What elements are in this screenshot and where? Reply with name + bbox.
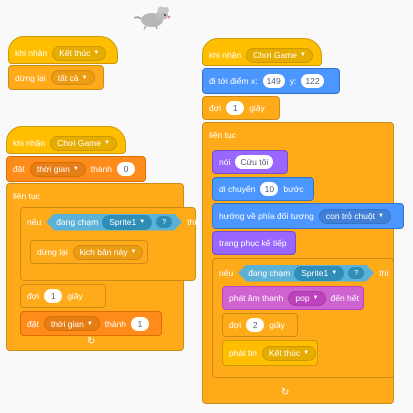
- wait-label: đợi: [27, 291, 40, 301]
- broadcast-block[interactable]: phát tin Kết thúc▼: [222, 340, 318, 366]
- wait-block[interactable]: đợi 1 giây: [20, 284, 106, 308]
- hat-label: khi nhận: [15, 48, 48, 58]
- wait-unit: giây: [67, 291, 83, 301]
- touching-target-dropdown[interactable]: Sprite1▼: [102, 215, 152, 230]
- set-label: đặt: [27, 318, 39, 329]
- stop-label: dừng lại: [15, 72, 46, 83]
- play-sound-until-done-block[interactable]: phát âm thanh pop▼ đến hết: [222, 286, 364, 310]
- message-dropdown[interactable]: Chơi Game▼: [50, 135, 117, 151]
- wait-block-2[interactable]: đợi 2 giây: [222, 313, 298, 337]
- then-label: thì: [187, 217, 197, 227]
- set-value-input[interactable]: 0: [117, 162, 136, 176]
- set-to-label: thành: [90, 164, 113, 174]
- chevron-down-icon: ▼: [93, 50, 100, 56]
- touching-condition[interactable]: đang chạm Sprite1▼ ?: [46, 214, 182, 231]
- when-receive-game-hat-2[interactable]: khi nhận Chơi Game▼: [202, 38, 322, 66]
- broadcast-label: phát tin: [229, 348, 257, 358]
- chevron-down-icon: ▼: [81, 74, 88, 81]
- wait-seconds-input[interactable]: 1: [44, 289, 63, 303]
- set-value-input[interactable]: 1: [131, 316, 150, 331]
- wait-label: đợi: [209, 103, 222, 113]
- when-receive-game-hat[interactable]: khi nhận Chơi Game▼: [6, 126, 126, 154]
- chevron-down-icon: ▼: [312, 295, 319, 301]
- wait-unit: giây: [269, 320, 285, 330]
- set-variable-block-2[interactable]: đặt thời gian▼ thành 1: [20, 311, 162, 336]
- stop-option-dropdown[interactable]: tất cả▼: [50, 70, 95, 85]
- hat-label: khi nhận: [209, 50, 242, 60]
- message-dropdown[interactable]: Chơi Game▼: [246, 47, 313, 63]
- stop-option-dropdown[interactable]: kịch bản này▼: [72, 244, 144, 260]
- stop-label: dừng lại: [37, 247, 68, 257]
- wait-block[interactable]: đợi 1 giây: [202, 96, 280, 120]
- if-block[interactable]: nếu đang chạm Sprite1▼ ? thì: [20, 207, 197, 281]
- sound-label: phát âm thanh: [229, 293, 284, 303]
- chevron-down-icon: ▼: [72, 166, 79, 172]
- message-dropdown[interactable]: Kết thúc▼: [52, 45, 107, 61]
- loop-arrow-icon: ↻: [281, 387, 290, 398]
- steps-input[interactable]: 10: [260, 182, 279, 196]
- set-to-label: thành: [104, 318, 127, 329]
- sound-until-label: đến hết: [330, 293, 359, 303]
- goto-label: đi tới điểm x:: [209, 76, 258, 86]
- when-receive-end-hat[interactable]: khi nhận Kết thúc▼: [8, 36, 118, 64]
- touching-target-dropdown[interactable]: Sprite1▼: [294, 266, 344, 281]
- if-label: nếu: [219, 268, 234, 278]
- say-text-input[interactable]: Cứu tôi: [235, 155, 274, 169]
- y-input[interactable]: 122: [301, 74, 324, 88]
- point-label: hướng về phía đối tượng: [219, 211, 314, 221]
- point-target-dropdown[interactable]: con trỏ chuột▼: [318, 208, 391, 224]
- set-variable-block[interactable]: đặt thời gian▼ thành 0: [6, 156, 146, 182]
- broadcast-message-dropdown[interactable]: Kết thúc▼: [261, 345, 317, 361]
- wait-unit: giây: [249, 103, 265, 113]
- chevron-down-icon: ▼: [377, 213, 384, 219]
- chevron-down-icon: ▼: [139, 219, 146, 225]
- wait-label: đợi: [229, 320, 242, 330]
- move-unit: bước: [283, 184, 304, 194]
- variable-dropdown[interactable]: thời gian▼: [29, 161, 86, 177]
- wait-seconds-input[interactable]: 1: [226, 101, 245, 115]
- wait-seconds-input[interactable]: 2: [246, 318, 265, 332]
- chevron-down-icon: ▼: [303, 350, 310, 356]
- mouse-sprite-icon[interactable]: [132, 6, 172, 32]
- stop-all-block[interactable]: dừng lại tất cả▼: [8, 65, 104, 90]
- loop-arrow-icon: ↻: [87, 336, 96, 347]
- point-towards-block[interactable]: hướng về phía đối tượng con trỏ chuột▼: [212, 203, 404, 229]
- chevron-down-icon: ▼: [331, 270, 338, 276]
- move-label: di chuyển: [219, 184, 256, 194]
- variable-dropdown[interactable]: thời gian▼: [43, 316, 100, 331]
- go-to-xy-block[interactable]: đi tới điểm x: 149 y: 122: [202, 68, 340, 94]
- x-input[interactable]: 149: [262, 74, 285, 88]
- sound-dropdown[interactable]: pop▼: [288, 290, 326, 306]
- then-label: thì: [379, 268, 389, 278]
- y-label: y:: [289, 76, 297, 86]
- chevron-down-icon: ▼: [130, 249, 137, 255]
- chevron-down-icon: ▼: [103, 140, 110, 146]
- forever-label: liên tục: [13, 191, 40, 201]
- stop-script-block[interactable]: dừng lại kịch bản này▼: [30, 240, 148, 264]
- set-label: đặt: [13, 164, 25, 174]
- costume-label: trang phục kế tiếp: [219, 238, 287, 248]
- question-mark: ?: [156, 216, 172, 228]
- hat-label: khi nhận: [13, 138, 46, 148]
- chevron-down-icon: ▼: [299, 52, 306, 58]
- move-steps-block[interactable]: di chuyển 10 bước: [212, 177, 314, 201]
- question-mark: ?: [348, 267, 364, 279]
- say-label: nói: [219, 157, 231, 167]
- next-costume-block[interactable]: trang phục kế tiếp: [212, 231, 296, 255]
- touching-condition[interactable]: đang chạm Sprite1▼ ?: [238, 265, 374, 282]
- forever-label: liên tục: [209, 130, 236, 140]
- if-label: nếu: [27, 217, 42, 227]
- chevron-down-icon: ▼: [86, 320, 93, 327]
- say-block[interactable]: nói Cứu tôi: [212, 150, 288, 174]
